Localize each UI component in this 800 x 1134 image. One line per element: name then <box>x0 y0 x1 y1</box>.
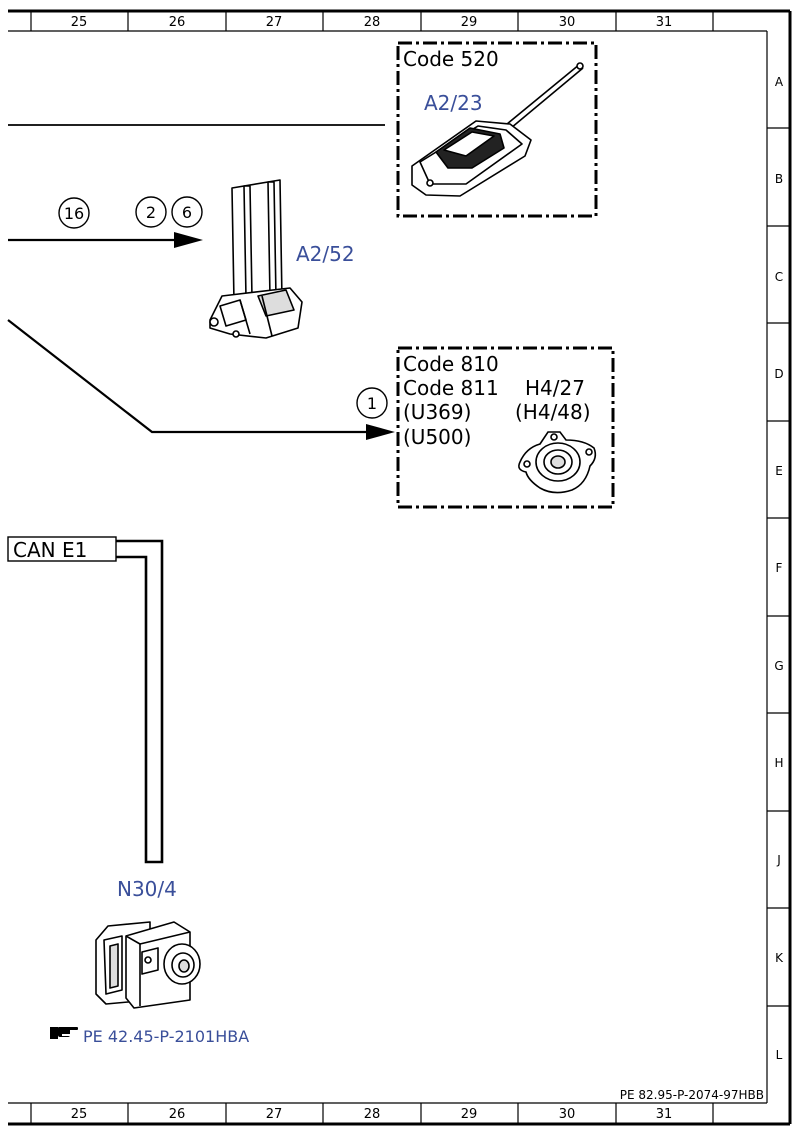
antenna-module-drawing <box>411 62 584 197</box>
option-code-label: Code 520 <box>403 47 499 71</box>
col-label: 26 <box>169 15 186 30</box>
col-label: 29 <box>461 1107 478 1122</box>
document-id-text: PE 82.95-P-2074-97HBB <box>620 1088 764 1102</box>
col-label: 27 <box>266 1107 283 1122</box>
wire-ref-1: 1 <box>356 387 388 419</box>
wire-ref-number: 6 <box>182 203 192 222</box>
col-label: 25 <box>71 1107 88 1122</box>
code-810-option-box: Code 810 Code 811 (U369) (U500) H4/27 (H… <box>396 346 615 509</box>
col-label: 28 <box>364 15 381 30</box>
component-label-n30-4[interactable]: N30/4 <box>117 877 177 901</box>
col-label: 30 <box>559 15 576 30</box>
col-label: 28 <box>364 1107 381 1122</box>
option-code-line: (U500) <box>403 425 471 449</box>
wire-ref-number: 2 <box>146 203 156 222</box>
row-label: A <box>775 75 784 89</box>
col-label: 29 <box>461 15 478 30</box>
col-label: 27 <box>266 15 283 30</box>
row-labels: A B C D E F G H J K L <box>774 75 784 1062</box>
row-label: K <box>775 951 784 965</box>
col-label: 26 <box>169 1107 186 1122</box>
wire-to-a2-52 <box>8 232 203 248</box>
wire-ref-16: 16 <box>58 197 90 229</box>
option-code-line: Code 810 <box>403 352 499 376</box>
drawing-frame <box>8 9 792 1126</box>
can-bus-label: CAN E1 <box>13 538 87 562</box>
component-label-h4-48[interactable]: (H4/48) <box>515 400 591 424</box>
wire-ref-number: 1 <box>367 394 377 413</box>
component-label-a2-23[interactable]: A2/23 <box>424 91 483 115</box>
col-label: 31 <box>656 1107 673 1122</box>
abs-control-unit-drawing <box>95 921 201 1009</box>
wire-ref-number: 16 <box>64 204 84 223</box>
wire-ref-2: 2 <box>135 196 167 228</box>
component-label-a2-52[interactable]: A2/52 <box>296 242 355 266</box>
column-labels-bottom: 25 26 27 28 29 30 31 <box>71 1107 673 1122</box>
column-ruler <box>30 11 714 1124</box>
component-a2-52-drawing <box>209 179 303 339</box>
reference-link[interactable]: PE 42.45-P-2101HBA <box>50 1027 249 1046</box>
component-label-h4-27[interactable]: H4/27 <box>525 376 585 400</box>
wire-ref-6: 6 <box>171 196 203 228</box>
option-code-line: Code 811 <box>403 376 499 400</box>
row-label: L <box>776 1048 783 1062</box>
col-label: 25 <box>71 15 88 30</box>
option-code-line: (U369) <box>403 400 471 424</box>
reference-text[interactable]: PE 42.45-P-2101HBA <box>83 1027 249 1046</box>
row-label: H <box>774 756 783 770</box>
row-label: C <box>775 270 783 284</box>
wire-to-code-810 <box>7 319 395 440</box>
row-label: J <box>776 853 781 867</box>
can-bus-connector: CAN E1 <box>7 536 164 864</box>
code-520-option-box: Code 520 A2/23 <box>396 41 598 218</box>
document-id: PE 82.95-P-2074-97HBB <box>620 1088 764 1102</box>
pointing-hand-icon <box>50 1027 78 1039</box>
column-labels-top: 25 26 27 28 29 30 31 <box>71 15 673 30</box>
row-label: E <box>775 464 783 478</box>
row-label: B <box>775 172 783 186</box>
row-label: F <box>776 561 783 575</box>
row-label: G <box>774 659 783 673</box>
row-label: D <box>774 367 783 381</box>
col-label: 31 <box>656 15 673 30</box>
col-label: 30 <box>559 1107 576 1122</box>
row-ruler <box>767 127 790 1007</box>
speaker-drawing <box>518 431 597 494</box>
